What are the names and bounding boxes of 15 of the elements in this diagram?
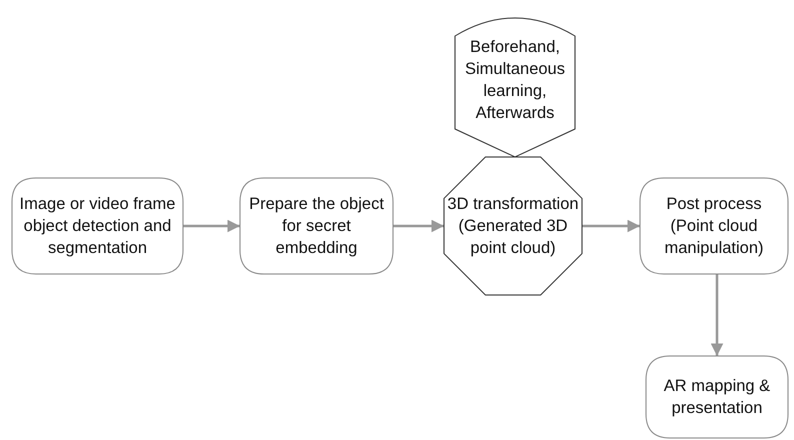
arrow xyxy=(710,274,724,356)
node-label: AR mapping & presentation xyxy=(662,376,772,419)
octagon-node xyxy=(444,157,582,295)
process-box xyxy=(640,178,788,274)
arrow xyxy=(582,220,640,232)
node-label: 3D transformation (Generated 3D point cloud) xyxy=(446,194,580,259)
node-label: Image or video frame object detection and segmentation xyxy=(18,194,176,259)
process-box xyxy=(240,178,393,274)
node-label: Post process (Point cloud manipulation) xyxy=(663,194,765,259)
node-label: Prepare the object for secret embedding xyxy=(248,194,385,259)
arrow xyxy=(183,220,240,232)
node-label: Beforehand, Simultaneous learning, Afterwards xyxy=(464,36,566,124)
process-box xyxy=(646,356,788,438)
arrow xyxy=(393,220,444,232)
process-box xyxy=(12,178,183,274)
